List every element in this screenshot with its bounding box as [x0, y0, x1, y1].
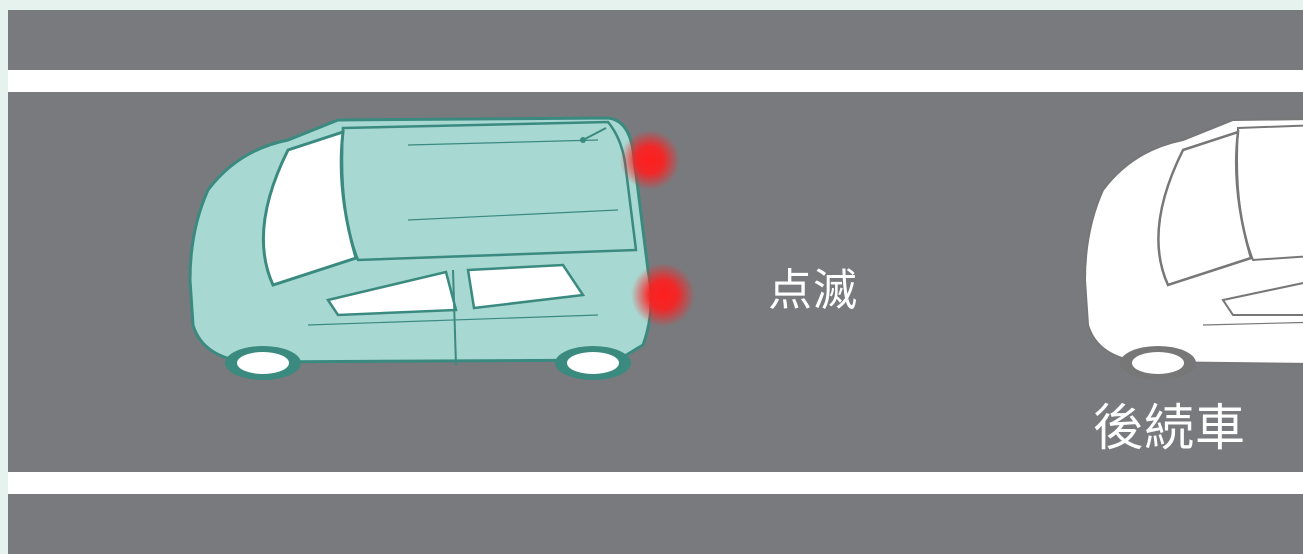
road-scene: 点滅 後続車 [8, 10, 1303, 554]
lead-vehicle-icon [178, 110, 688, 380]
following-vehicle-label: 後続車 [1093, 388, 1246, 460]
hazard-light-upper [620, 130, 680, 190]
blink-label: 点滅 [768, 254, 858, 318]
lane-line-bottom [8, 472, 1303, 494]
hazard-light-lower [631, 263, 695, 327]
following-vehicle-icon [1073, 110, 1303, 380]
lane-line-top [8, 70, 1303, 92]
